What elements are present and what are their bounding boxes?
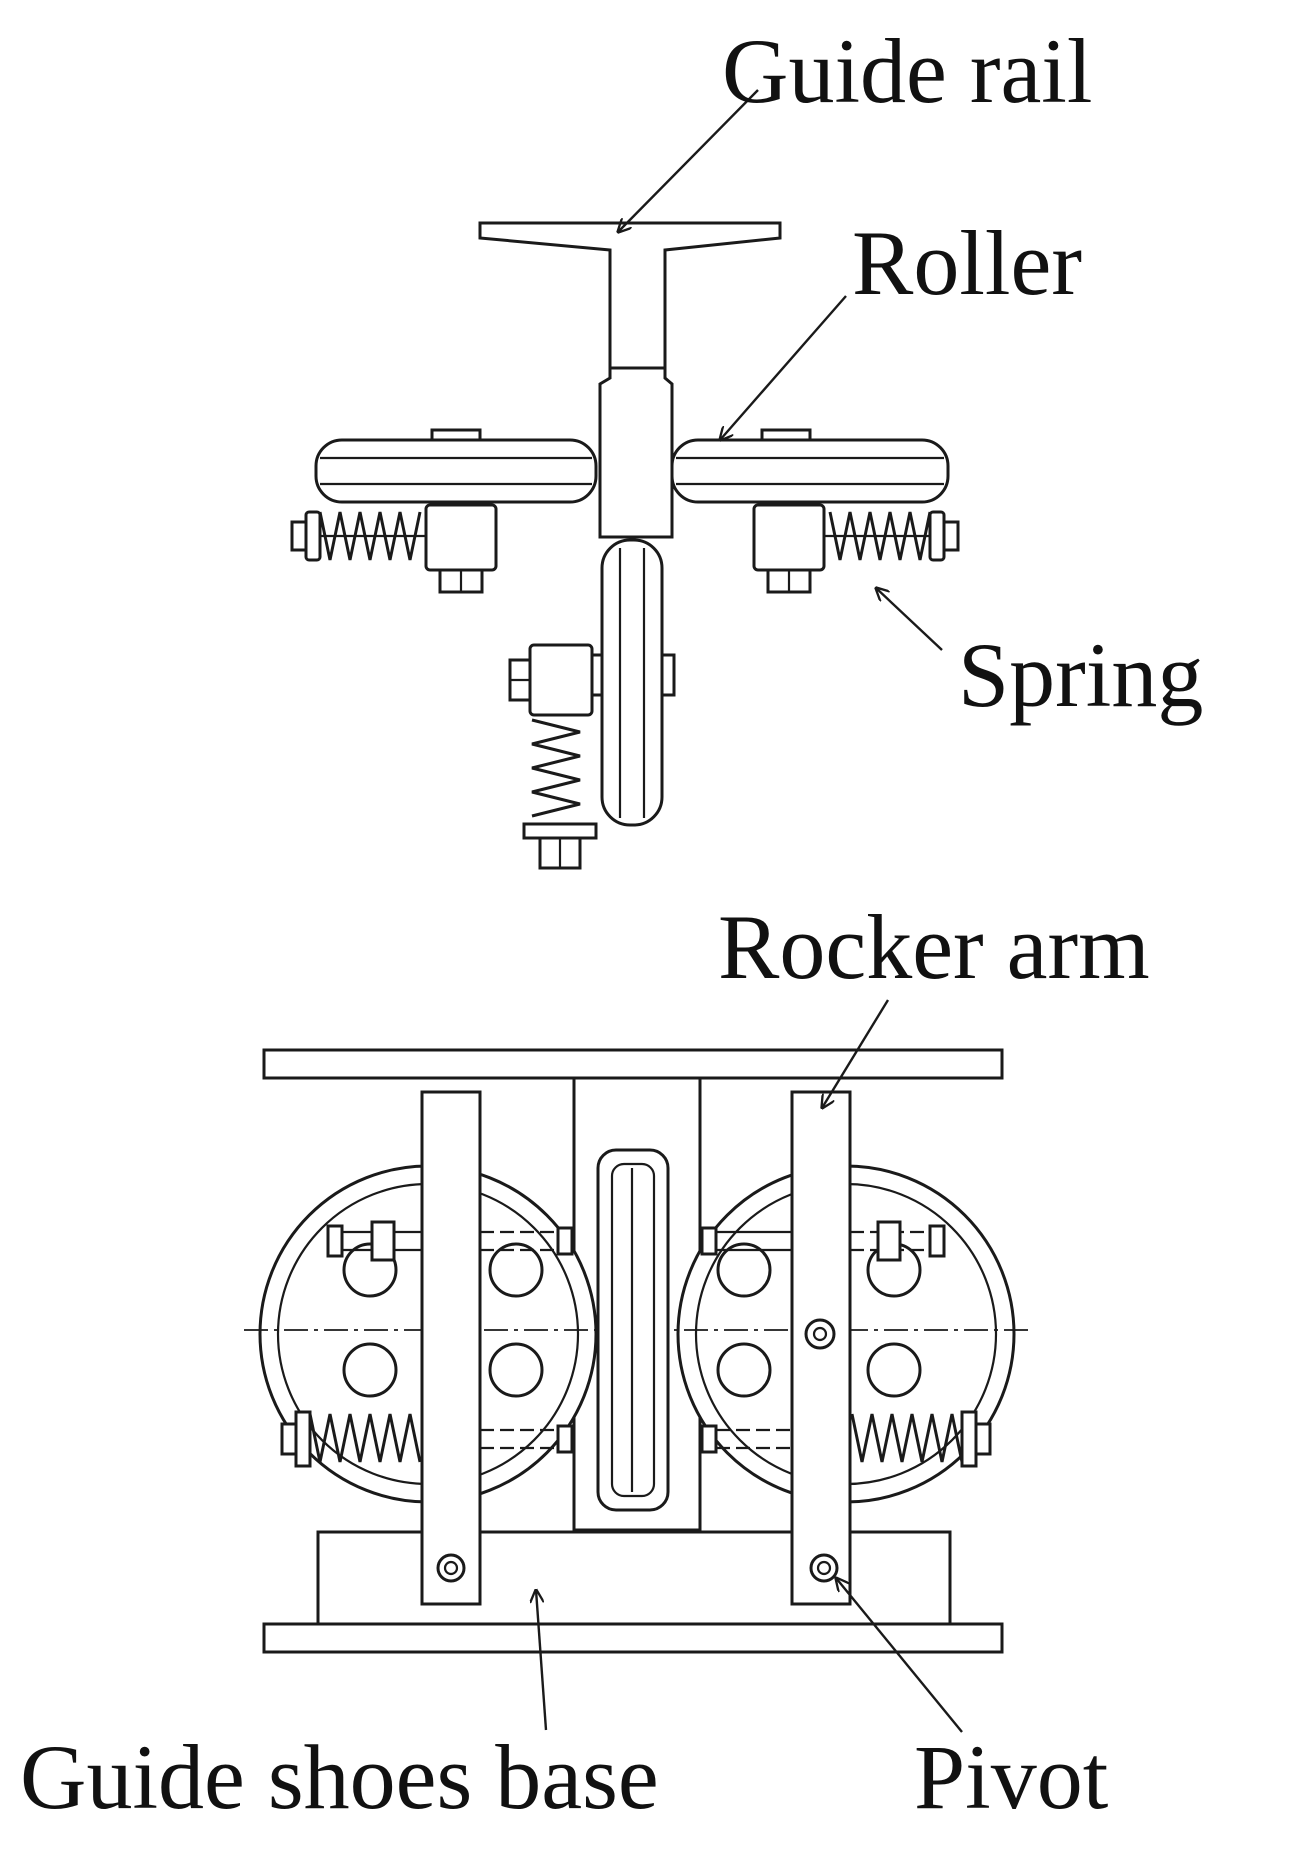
center-bolt bbox=[804, 1318, 836, 1350]
center-roller bbox=[596, 1148, 670, 1512]
pivot-label: Pivot bbox=[914, 1726, 1109, 1828]
top-view bbox=[290, 89, 960, 870]
right-pivot-bolt bbox=[809, 1553, 839, 1583]
pivot-leader bbox=[836, 1578, 963, 1733]
left-spring-assembly bbox=[290, 503, 498, 594]
top-plate bbox=[262, 1048, 1004, 1080]
bottom-spring-assembly bbox=[508, 643, 598, 870]
guide-rail-shape bbox=[478, 221, 782, 539]
roller-leader bbox=[720, 295, 847, 440]
guide-shoes-base-shape bbox=[316, 1530, 952, 1626]
spring-leader bbox=[876, 588, 943, 651]
left-rocker-arm bbox=[420, 1090, 482, 1606]
spring-label: Spring bbox=[958, 624, 1203, 726]
guide-rail-leader bbox=[618, 89, 759, 232]
bottom-plate bbox=[262, 1622, 1004, 1654]
rocker-arm-label: Rocker arm bbox=[718, 896, 1150, 998]
upper-tie-rods bbox=[326, 1220, 946, 1262]
lower-spring-rods bbox=[280, 1410, 992, 1468]
right-roller bbox=[670, 428, 950, 504]
roller-label: Roller bbox=[852, 212, 1082, 314]
bottom-roller bbox=[588, 538, 676, 827]
front-view bbox=[244, 999, 1030, 1733]
guide-shoes-base-leader bbox=[536, 1590, 548, 1731]
guide-shoes-base-label: Guide shoes base bbox=[20, 1726, 659, 1828]
left-roller bbox=[314, 428, 598, 504]
left-pivot-bolt bbox=[436, 1553, 466, 1583]
rocker-arm-leader bbox=[822, 999, 890, 1108]
right-spring-assembly bbox=[752, 503, 960, 594]
guide-rail-label: Guide rail bbox=[722, 20, 1092, 122]
